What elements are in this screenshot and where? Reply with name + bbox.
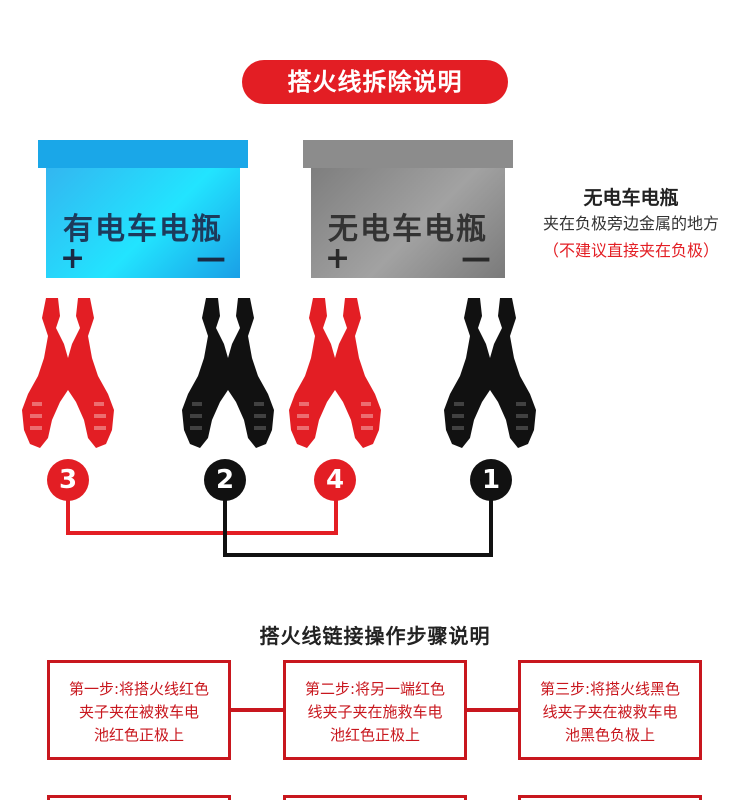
battery-body: 无电车电瓶 + — (311, 168, 505, 278)
step-box: 第二步:将另一端红色 线夹子夹在施救车电 池红色正极上 (283, 660, 467, 760)
step-badge: 4 (314, 459, 356, 501)
charged-battery: 有电车电瓶 + — (38, 140, 248, 278)
step-line: 夹子夹在被救车电 (78, 703, 199, 721)
step-line: 池红色正极上 (329, 726, 420, 744)
step-line: 池红色正极上 (93, 726, 184, 744)
minus-terminal: — (196, 241, 226, 276)
red-clamp-icon (22, 298, 114, 448)
step-connector (467, 708, 518, 712)
note-warning: （不建议直接夹在负极） (542, 241, 719, 260)
battery-cap (303, 140, 513, 168)
step-box: 第一步:将搭火线红色 夹子夹在被救车电 池红色正极上 (47, 660, 231, 760)
step-badge: 3 (47, 459, 89, 501)
battery-cap (38, 140, 248, 168)
note-title: 无电车电瓶 (583, 187, 679, 209)
black-clamp-icon (444, 298, 536, 448)
dead-battery-label: 无电车电瓶 (328, 212, 488, 247)
charged-battery-label: 有电车电瓶 (63, 212, 223, 247)
step-badge: 2 (204, 459, 246, 501)
step-line: 第二步:将另一端红色 (304, 680, 446, 698)
step-line: 线夹子夹在被救车电 (542, 703, 678, 721)
step-box-partial (47, 795, 231, 800)
step-connector (231, 708, 283, 712)
note-body: 夹在负极旁边金属的地方 (542, 214, 719, 233)
red-clamp-icon (289, 298, 381, 448)
black-wire (223, 495, 493, 557)
step-line: 第一步:将搭火线红色 (68, 680, 210, 698)
step-box-partial (518, 795, 702, 800)
dead-battery: 无电车电瓶 + — (303, 140, 513, 278)
step-line: 第三步:将搭火线黑色 (539, 680, 681, 698)
page-title: 搭火线拆除说明 (242, 60, 508, 104)
black-clamp-icon (182, 298, 274, 448)
step-box: 第三步:将搭火线黑色 线夹子夹在被救车电 池黑色负极上 (518, 660, 702, 760)
plus-terminal: + (325, 241, 351, 276)
step-box-partial (283, 795, 467, 800)
step-line: 池黑色负极上 (564, 726, 655, 744)
red-wire (66, 495, 338, 535)
plus-terminal: + (60, 241, 86, 276)
steps-title: 搭火线链接操作步骤说明 (259, 624, 491, 648)
battery-body: 有电车电瓶 + — (46, 168, 240, 278)
wire-diagram (66, 495, 493, 557)
minus-terminal: — (461, 241, 491, 276)
step-line: 线夹子夹在施救车电 (307, 703, 443, 721)
step-badge: 1 (470, 459, 512, 501)
